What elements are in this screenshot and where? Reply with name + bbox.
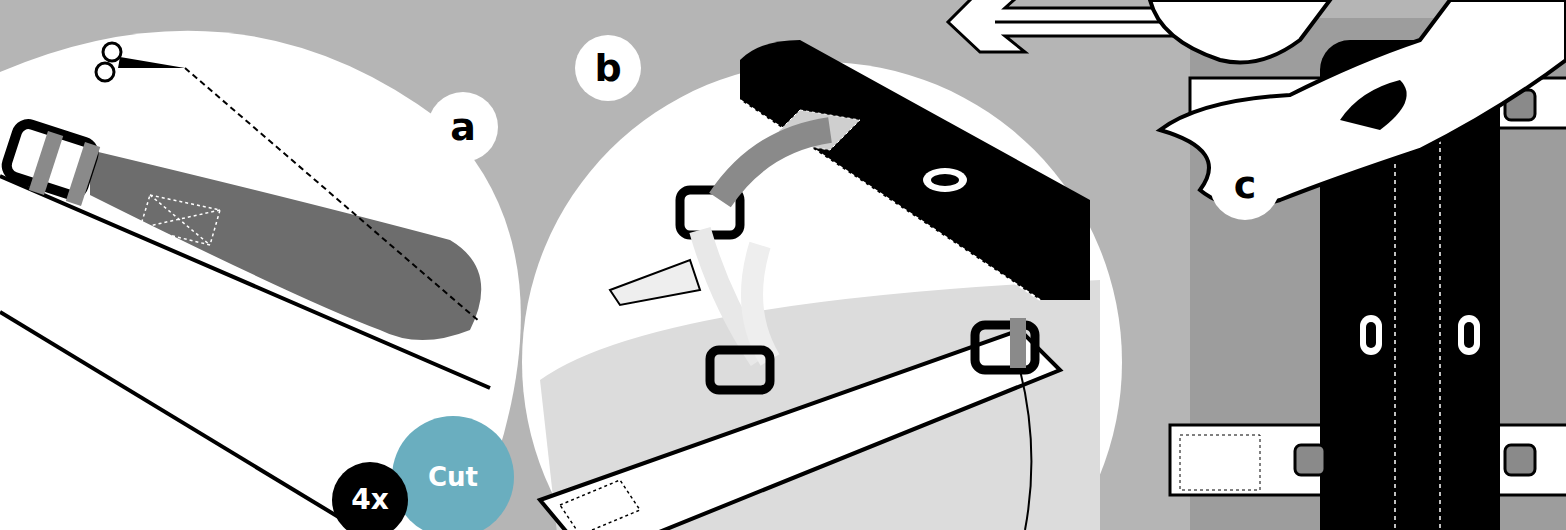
direction-arrow: [948, 0, 1185, 52]
strap-threading-detail: [540, 40, 1100, 530]
node-text: 4x: [351, 486, 389, 514]
step-letter-circle: c: [1210, 150, 1280, 220]
node-text: b: [594, 49, 621, 87]
step-letter-circle: a: [428, 92, 498, 162]
quantity-circle: 4x: [332, 462, 408, 530]
luggage-strap-detail: [1150, 0, 1566, 530]
node-text: c: [1234, 166, 1257, 204]
node-text: a: [450, 108, 476, 146]
panel-b-background: [522, 62, 1122, 530]
instruction-circle: Cut: [392, 416, 514, 530]
node-text: Cut: [428, 464, 478, 490]
step-letter-circle: b: [575, 35, 641, 101]
